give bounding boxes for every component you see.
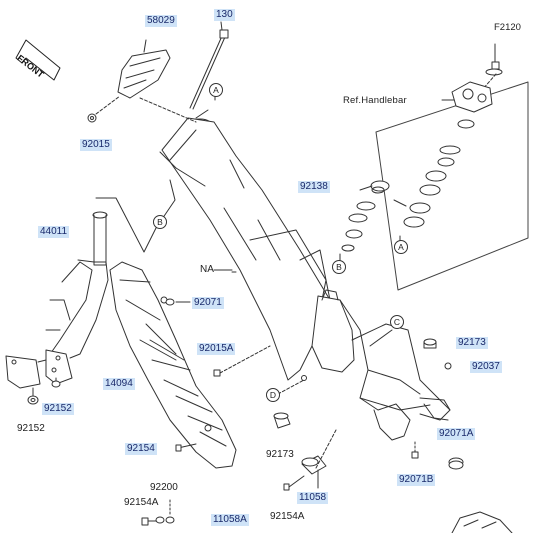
callout-b-frame: B — [153, 215, 167, 229]
part-label-92173-right[interactable]: 92173 — [456, 337, 488, 349]
lower-guard-part — [451, 511, 513, 534]
part-label-130[interactable]: 130 — [214, 9, 235, 21]
part-label-92071B[interactable]: 92071B — [397, 474, 436, 486]
bushing-92173-upper-part — [423, 338, 437, 349]
collar-11058-part — [301, 429, 337, 489]
washer-92071-part — [165, 298, 191, 306]
steering-head-detail-panel — [339, 43, 529, 291]
part-label-92037[interactable]: 92037 — [470, 361, 502, 373]
part-label-92071[interactable]: 92071 — [192, 297, 224, 309]
nut-92037-part — [444, 362, 452, 370]
front-arrow-icon — [15, 39, 61, 81]
part-label-92200[interactable]: 92200 — [150, 482, 178, 493]
part-label-92152-plain[interactable]: 92152 — [17, 423, 45, 434]
long-bolt-part — [189, 21, 229, 110]
callout-c: C — [390, 315, 404, 329]
washer-92152-part — [27, 377, 61, 405]
nut-92015-part — [87, 95, 121, 123]
bolt-92154-part — [175, 443, 197, 452]
part-label-92154A-center[interactable]: 92154A — [270, 511, 305, 522]
ref-handlebar-label: Ref.Handlebar — [343, 95, 407, 106]
part-label-14094[interactable]: 14094 — [103, 378, 135, 390]
callout-a-top: A — [209, 83, 223, 97]
main-frame-part — [159, 117, 451, 441]
part-label-11058[interactable]: 11058 — [297, 492, 329, 504]
chain-guard-top-part — [117, 39, 171, 99]
part-label-92154A-left[interactable]: 92154A — [124, 497, 159, 508]
figure-code: F2120 — [494, 22, 521, 33]
bolt-92154A-part — [283, 475, 305, 491]
bushing-92173-lower-part — [273, 412, 291, 429]
part-label-92071A[interactable]: 92071A — [437, 428, 476, 440]
bolt-92154A-lower-left-part — [141, 499, 175, 526]
na-label: NA — [200, 264, 214, 275]
nut-92071B-part — [411, 441, 419, 459]
part-label-92015[interactable]: 92015 — [80, 139, 112, 151]
chain-guard-part — [109, 261, 237, 469]
part-label-44011[interactable]: 44011 — [38, 226, 70, 238]
washer-92071A-part — [448, 457, 464, 470]
part-label-92015A[interactable]: 92015A — [197, 343, 236, 355]
callout-d: D — [266, 388, 280, 402]
part-label-92154[interactable]: 92154 — [125, 443, 157, 455]
part-label-92173-lower[interactable]: 92173 — [266, 449, 294, 460]
part-label-92138[interactable]: 92138 — [298, 181, 330, 193]
callout-a-panel: A — [394, 240, 408, 254]
part-label-92152-highlighted[interactable]: 92152 — [42, 403, 74, 415]
nut-92015A-part — [213, 345, 271, 377]
part-label-58029[interactable]: 58029 — [145, 15, 177, 27]
front-fork-part — [5, 211, 109, 389]
part-label-11058A[interactable]: 11058A — [211, 514, 249, 526]
callout-b-panel: B — [332, 260, 346, 274]
